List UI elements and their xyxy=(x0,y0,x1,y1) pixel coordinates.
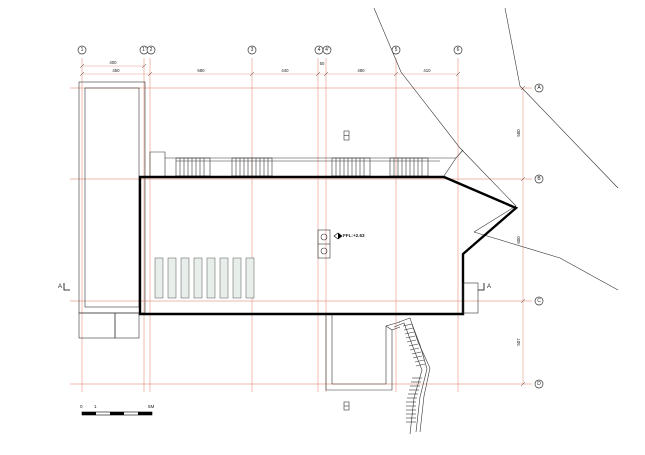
stair-treads-upper xyxy=(403,327,426,367)
column-bubble-4-prime: 4' xyxy=(322,45,332,55)
row-bubble-b: B xyxy=(534,174,544,184)
north-terrace xyxy=(149,149,464,177)
column-label-2: 2 xyxy=(150,47,153,53)
service-box xyxy=(462,282,479,314)
grid-lines-vertical xyxy=(81,58,459,392)
column-bubble-4: 4 xyxy=(314,45,324,55)
dim-top-lower-5: 480 xyxy=(357,68,365,73)
site-boundary xyxy=(373,7,619,291)
terrace-railing-4 xyxy=(389,157,429,177)
column-label-5: 5 xyxy=(395,47,398,53)
column-label-3: 3 xyxy=(251,47,254,53)
row-label-c: C xyxy=(537,298,541,304)
dim-right-3: 507 xyxy=(516,338,521,346)
section-marker-right xyxy=(478,283,485,291)
central-fixture xyxy=(317,229,331,259)
section-cut-marker-bottom xyxy=(343,401,350,411)
roof-windows xyxy=(154,257,255,299)
dim-right-1: 580 xyxy=(516,129,521,137)
column-label-1: 1 xyxy=(81,47,84,53)
south-terrace xyxy=(325,314,401,391)
scale-label-0: 0 xyxy=(80,404,83,409)
level-marker xyxy=(333,232,343,240)
section-cut-marker-top xyxy=(343,130,350,141)
section-marker-left xyxy=(63,283,70,291)
section-label-left: A xyxy=(58,284,62,290)
stair-treads-lower xyxy=(406,377,422,423)
main-building-wall xyxy=(138,175,519,316)
column-bubble-6: 6 xyxy=(453,45,463,55)
dim-top-lower-3: 440 xyxy=(281,68,289,73)
dim-top-lower-1: 450 xyxy=(112,68,120,73)
dim-right-2: 600 xyxy=(516,236,521,244)
row-label-d: D xyxy=(537,381,541,387)
dim-top-lower-2: 680 xyxy=(197,68,205,73)
dimension-lines-right xyxy=(520,85,526,387)
section-label-right: A xyxy=(487,284,491,290)
grid-lines-horizontal xyxy=(70,87,532,385)
level-label: FFL:+2.63 xyxy=(343,233,365,238)
row-bubble-a: A xyxy=(534,83,544,93)
dimension-lines-top xyxy=(79,63,461,77)
column-label-4-prime: 4' xyxy=(325,47,329,53)
scale-bar xyxy=(81,411,153,416)
left-platform xyxy=(78,81,146,339)
dim-top-upper-1: 400 xyxy=(109,60,117,65)
column-label-6: 6 xyxy=(457,47,460,53)
dim-top-lower-6: 410 xyxy=(423,68,431,73)
column-bubble-3: 3 xyxy=(247,45,257,55)
scale-label-5m: 5M xyxy=(148,404,155,409)
row-bubble-d: D xyxy=(534,379,544,389)
column-label-1-prime: 1' xyxy=(142,47,146,53)
dim-top-lower-4: 50 xyxy=(320,61,325,66)
row-label-b: B xyxy=(537,176,541,182)
scale-label-1: 1 xyxy=(94,404,97,409)
row-label-a: A xyxy=(537,85,541,91)
row-bubble-c: C xyxy=(534,296,544,306)
external-stair xyxy=(393,317,431,435)
terrace-railing-3 xyxy=(331,157,371,177)
column-label-4: 4 xyxy=(318,47,321,53)
column-bubble-1: 1 xyxy=(77,45,87,55)
column-bubble-2: 2 xyxy=(146,45,156,55)
